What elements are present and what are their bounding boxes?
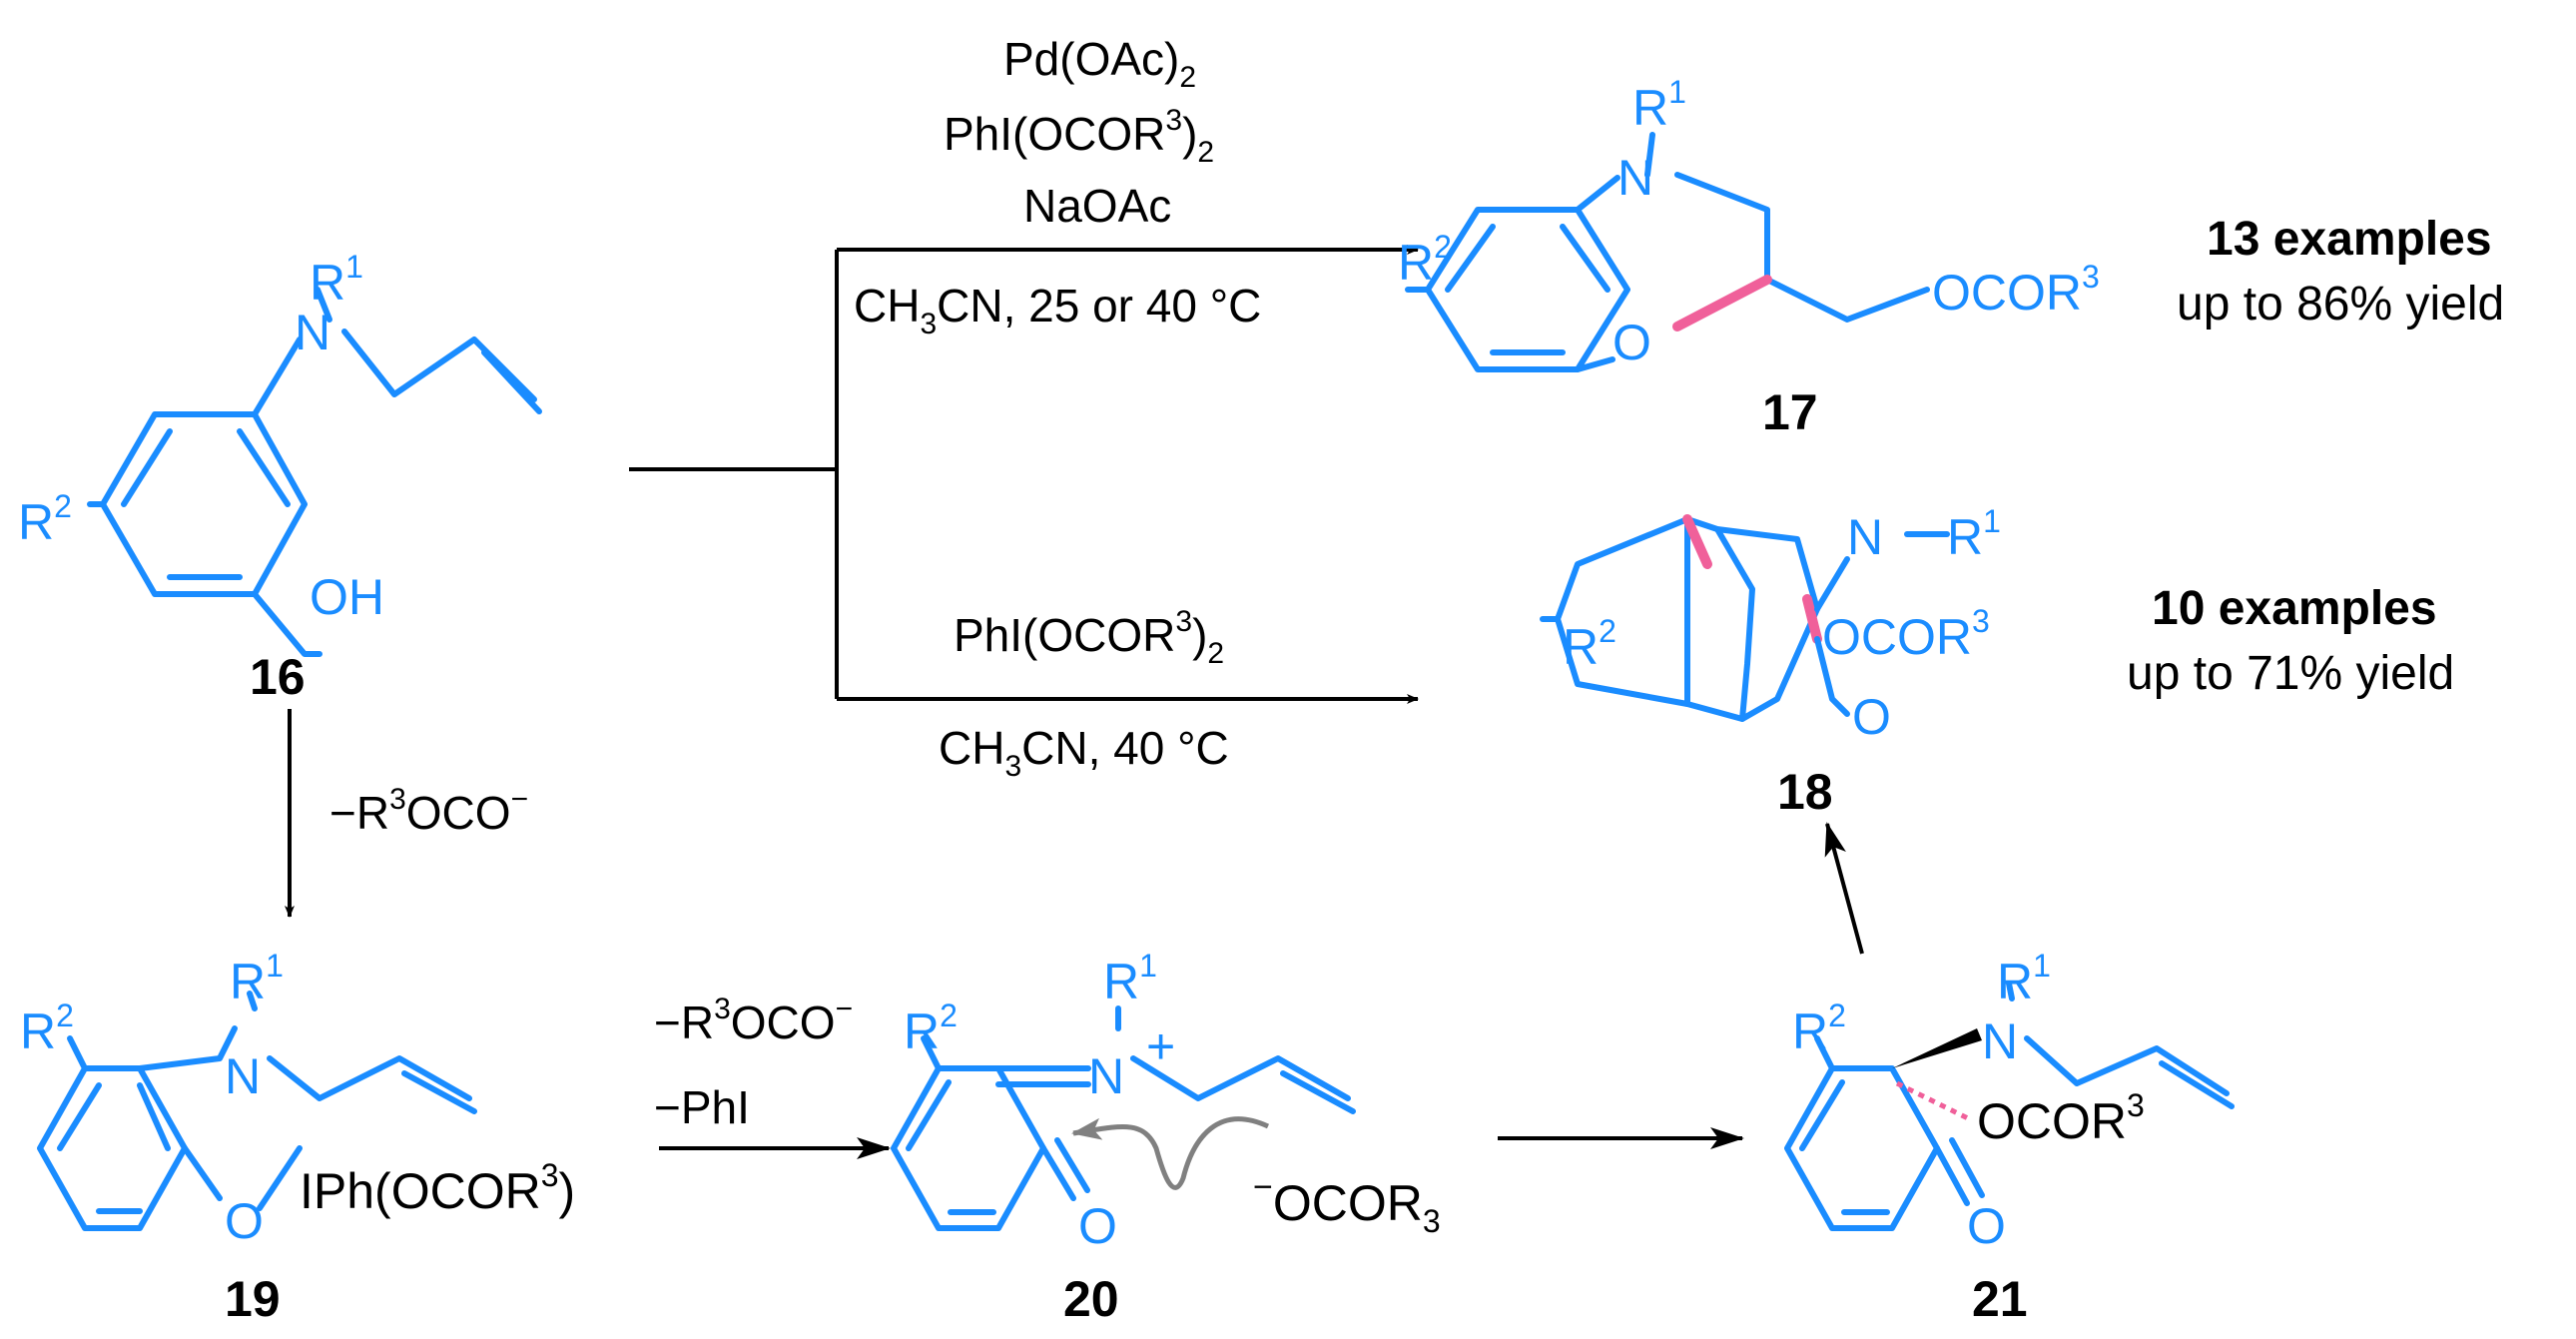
compound-16-number: 16: [250, 649, 306, 705]
c16-R2: R2: [18, 488, 72, 550]
c18-R2: R2: [1563, 613, 1616, 675]
c17-R1: R1: [1632, 74, 1686, 136]
c19-R2: R2: [20, 998, 74, 1059]
cond-top-catalyst: Pd(OAc)2: [1003, 33, 1196, 94]
c18-N: N: [1847, 509, 1883, 565]
r17-yield: up to 86% yield: [2177, 278, 2504, 331]
c20-O: O: [1078, 1198, 1117, 1254]
compound-16: N R1 R2 OH 16: [18, 249, 542, 705]
r18-yield: up to 71% yield: [2127, 647, 2454, 700]
cond-bottom-oxidant: PhI(OCOR3)2: [954, 605, 1224, 670]
c17-N: N: [1617, 150, 1653, 206]
compound-18-number: 18: [1777, 764, 1833, 820]
arrow-16-to-19: −R3OCO−: [285, 709, 528, 918]
c19-iodane: IPh(OCOR3): [300, 1157, 575, 1219]
c20-R2: R2: [904, 998, 958, 1059]
arrow-21-to-18: [1824, 822, 1864, 955]
compound-21: N R1 R2 OCOR3 O 21: [1784, 948, 2235, 1327]
cond-bottom-solvent: CH3CN, 40 °C: [939, 722, 1229, 783]
cond-top-base: NaOAc: [1023, 180, 1171, 232]
compound-19-number: 19: [225, 1271, 281, 1327]
c20-anion: −OCOR3: [1253, 1168, 1441, 1239]
cond-top-oxidant: PhI(OCOR3)2: [944, 104, 1214, 169]
c17-O: O: [1612, 315, 1651, 370]
c20-N: N: [1088, 1048, 1124, 1104]
compound-18: N R1 R2 OCOR3 O 18: [1540, 503, 2001, 820]
conditions-bottom: PhI(OCOR3)2 CH3CN, 40 °C: [939, 605, 1229, 783]
c20-charge: +: [1146, 1018, 1175, 1074]
arrow-19-to-20: −R3OCO− −PhI: [654, 993, 891, 1159]
c21-ester: OCOR3: [1977, 1087, 2145, 1149]
results-17: 13 examples up to 86% yield: [2177, 213, 2504, 331]
c17-R2: R2: [1398, 229, 1452, 291]
c21-R2: R2: [1792, 998, 1846, 1059]
compound-20: N + R1 R2 O −OCOR3 20: [891, 948, 1441, 1327]
compound-20-number: 20: [1063, 1271, 1119, 1327]
c18-O: O: [1852, 689, 1891, 745]
c18-ester: OCOR3: [1822, 603, 1990, 665]
r17-count: 13 examples: [2207, 213, 2492, 266]
cond-top-solvent: CH3CN, 25 or 40 °C: [854, 280, 1261, 340]
c19-N: N: [225, 1048, 261, 1104]
c21-O: O: [1967, 1198, 2006, 1254]
c16-R1: R1: [310, 249, 363, 311]
cond-down-loss: −R3OCO−: [329, 783, 528, 839]
results-18: 10 examples up to 71% yield: [2127, 582, 2454, 700]
compound-17: N R1 O R2 OCOR3 17: [1398, 74, 2100, 440]
r18-count: 10 examples: [2152, 582, 2437, 635]
compound-19: N R1 R2 O IPh(OCOR3) 19: [20, 948, 575, 1327]
c16-OH: OH: [310, 569, 384, 625]
c21-R1: R1: [1997, 948, 2051, 1009]
curved-arrow: [1071, 1116, 1270, 1190]
c20-R1: R1: [1103, 948, 1157, 1009]
conditions-top: Pd(OAc)2 PhI(OCOR3)2 NaOAc CH3CN, 25 or …: [854, 33, 1261, 340]
c16-N: N: [295, 305, 330, 360]
c19-R1: R1: [230, 948, 284, 1009]
cond-mid-loss: −R3OCO−: [654, 993, 853, 1048]
c19-O: O: [225, 1193, 264, 1249]
c17-ester: OCOR3: [1932, 259, 2100, 321]
c21-N: N: [1982, 1013, 2018, 1069]
branch-arrows: [629, 245, 1419, 704]
compound-17-number: 17: [1762, 384, 1818, 440]
cond-mid-phi: −PhI: [654, 1081, 750, 1133]
c18-R1: R1: [1947, 503, 2001, 565]
compound-21-number: 21: [1972, 1271, 2028, 1327]
